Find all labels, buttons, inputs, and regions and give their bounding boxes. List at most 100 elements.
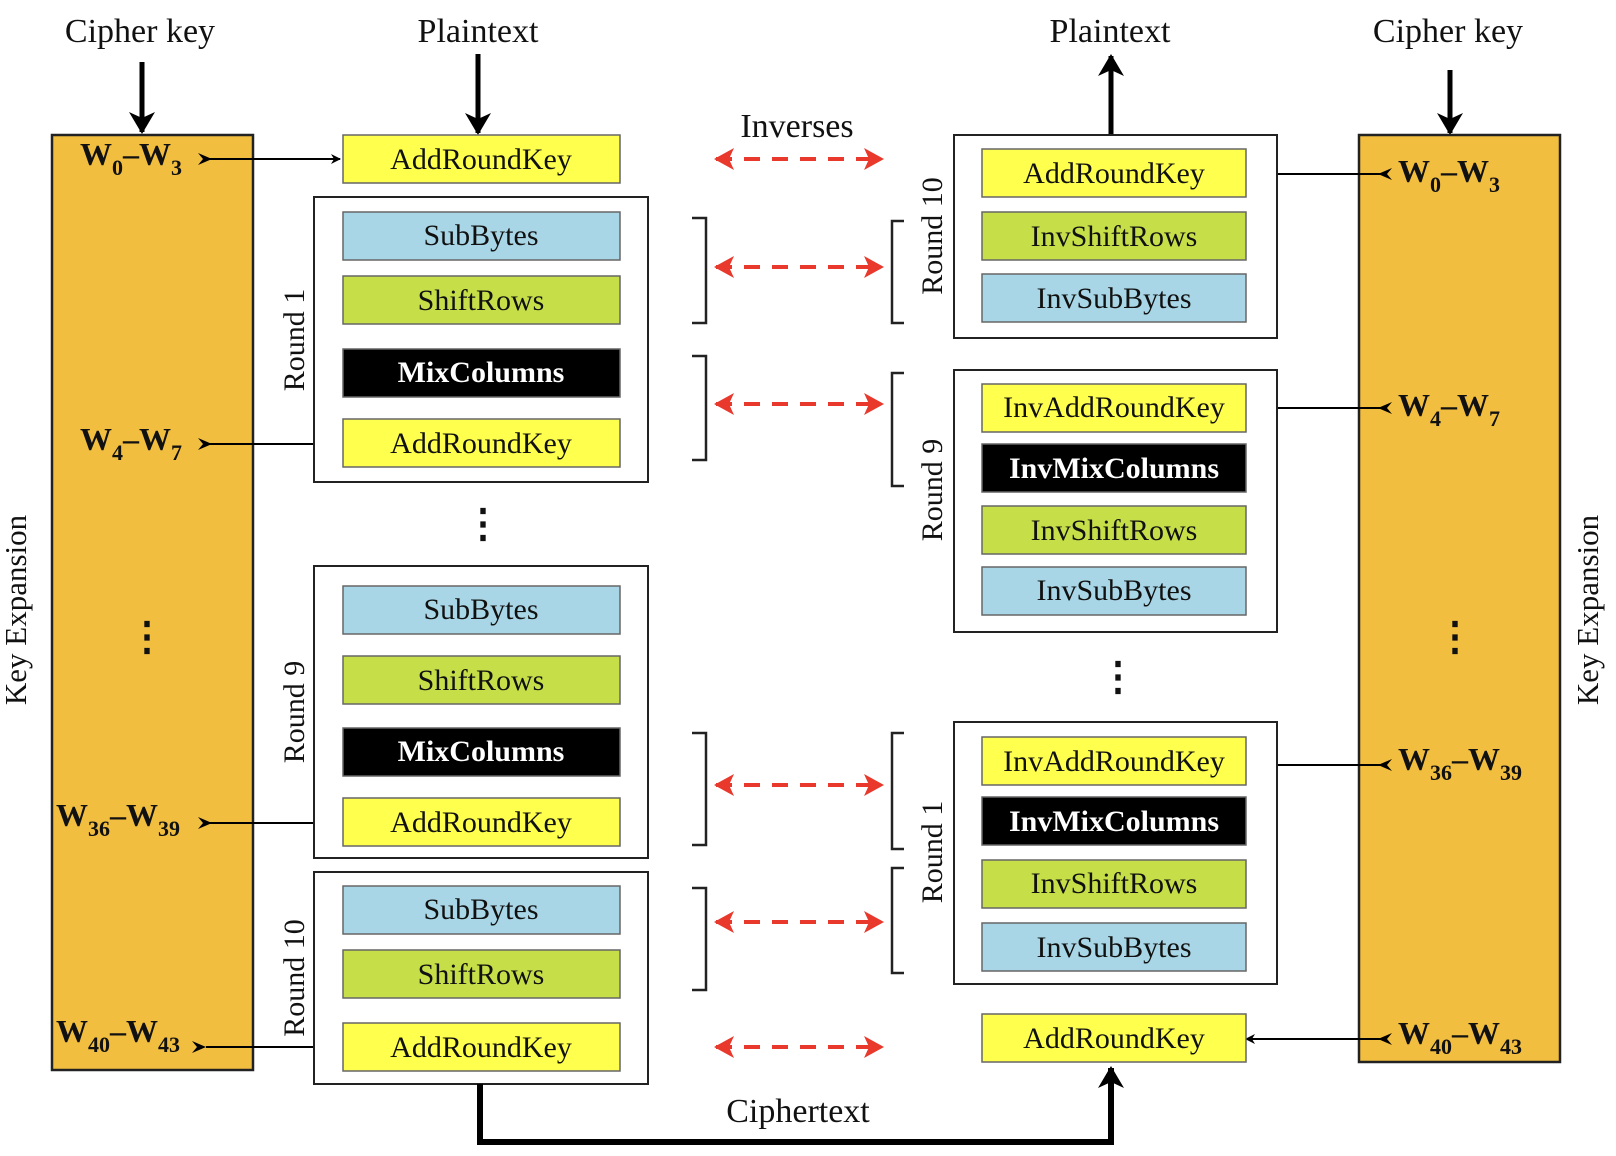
inverse-round9-invaddroundkey bbox=[981, 383, 1247, 433]
inverse-round1-invsubbytes-label: InvSubBytes bbox=[1036, 931, 1191, 964]
cipher-initial-addroundkey-label: AddRoundKey bbox=[390, 143, 572, 176]
svg-text:W4–W7: W4–W7 bbox=[80, 421, 182, 465]
key-tail-w40-right bbox=[1378, 1033, 1392, 1045]
cipher-round9-mixcolumns bbox=[342, 727, 621, 777]
inverse-round9-invaddroundkey-label: InvAddRoundKey bbox=[1003, 391, 1225, 424]
inverse-round10-invshiftrows bbox=[981, 211, 1247, 261]
bracket-right-3 bbox=[890, 731, 904, 851]
cipher-round1-shiftrows-label: ShiftRows bbox=[418, 284, 545, 317]
inverse-round1-invshiftrows bbox=[981, 859, 1247, 909]
key-label-w4-w7-right: W4–W7 bbox=[1398, 387, 1500, 431]
key-tail-w4-left bbox=[198, 438, 212, 450]
svg-text:W36–W39: W36–W39 bbox=[1398, 741, 1522, 785]
ciphertext-connector-arrow bbox=[477, 1066, 1124, 1145]
key-expansion-label-right: Key Expansion bbox=[1570, 514, 1605, 705]
cipher-round9-shiftrows-label: ShiftRows bbox=[418, 664, 545, 697]
key-label-w0-w3-right: W0–W3 bbox=[1398, 153, 1500, 197]
inverse-round9-invsubbytes bbox=[981, 566, 1247, 616]
inverse-round10-invshiftrows-label: InvShiftRows bbox=[1031, 220, 1198, 253]
cipher-key-label-right: Cipher key bbox=[1373, 13, 1523, 50]
cipher-round10-shiftrows-label: ShiftRows bbox=[418, 958, 545, 991]
inverse-round10-invsubbytes bbox=[981, 273, 1247, 323]
key-expansion-box-left bbox=[50, 133, 255, 1072]
ellipsis-inverse: ⋮ bbox=[1098, 654, 1138, 699]
key-tail-w4-right bbox=[1378, 402, 1392, 414]
inverse-round9-invsubbytes-label: InvSubBytes bbox=[1036, 574, 1191, 607]
svg-text:W0–W3: W0–W3 bbox=[80, 136, 182, 180]
inverse-round9-invmixcolumns bbox=[981, 443, 1247, 493]
cipher-round1-subbytes bbox=[342, 211, 621, 261]
ciphertext-label: Ciphertext bbox=[726, 1093, 870, 1130]
cipher-round9-shiftrows bbox=[342, 655, 621, 705]
cipher-round9-addroundkey-label: AddRoundKey bbox=[390, 806, 572, 839]
svg-text:W40–W43: W40–W43 bbox=[1398, 1015, 1522, 1059]
svg-text:W36–W39: W36–W39 bbox=[56, 797, 180, 841]
key-label-w0-w3-left: W0–W3 bbox=[80, 136, 182, 180]
plaintext-label-right: Plaintext bbox=[1050, 13, 1171, 50]
plaintext-label-left: Plaintext bbox=[418, 13, 539, 50]
bracket-right-4 bbox=[890, 866, 904, 975]
cipher-round10-addroundkey bbox=[342, 1022, 621, 1072]
cipher-round1-mixcolumns bbox=[342, 348, 621, 398]
bracket-left-2 bbox=[692, 354, 708, 462]
inverse-round10-invsubbytes-label: InvSubBytes bbox=[1036, 282, 1191, 315]
cipher-round9-subbytes bbox=[342, 585, 621, 635]
inverse-round10-addroundkey bbox=[981, 148, 1247, 198]
svg-text:W0–W3: W0–W3 bbox=[1398, 153, 1500, 197]
bracket-left-4 bbox=[692, 886, 708, 992]
ellipsis-key-right: ⋮ bbox=[1435, 614, 1475, 659]
inverse-round1-invaddroundkey-label: InvAddRoundKey bbox=[1003, 745, 1225, 778]
cipher-initial-addroundkey bbox=[342, 134, 621, 184]
inverses-label: Inverses bbox=[740, 108, 853, 145]
bracket-left-1 bbox=[692, 216, 708, 325]
inverse-round1-invmixcolumns bbox=[981, 796, 1247, 846]
inverse-round1-invshiftrows-label: InvShiftRows bbox=[1031, 867, 1198, 900]
inverse-round10-label: Round 10 bbox=[916, 177, 949, 295]
ellipsis-key-left: ⋮ bbox=[127, 614, 167, 659]
inverse-round9-label: Round 9 bbox=[916, 439, 949, 542]
cipher-key-label-left: Cipher key bbox=[65, 13, 215, 50]
bracket-right-2 bbox=[890, 371, 904, 488]
inverse-round10-addroundkey-label: AddRoundKey bbox=[1023, 157, 1205, 190]
key-label-w40-w43-right: W40–W43 bbox=[1398, 1015, 1522, 1059]
cipher-round1-label: Round 1 bbox=[278, 289, 311, 392]
cipher-round10-subbytes-label: SubBytes bbox=[423, 893, 538, 926]
key-label-w40-w43-left: W40–W43 bbox=[56, 1013, 180, 1057]
key-label-w36-w39-left: W36–W39 bbox=[56, 797, 180, 841]
key-tail-w36-left bbox=[198, 817, 212, 829]
key-tail-w36-right bbox=[1378, 759, 1392, 771]
key-tail-w0-left bbox=[198, 153, 212, 165]
key-expansion-box-right bbox=[1357, 133, 1562, 1064]
inverse-round9-invshiftrows bbox=[981, 505, 1247, 555]
cipher-round1-shiftrows bbox=[342, 275, 621, 325]
cipher-round9-subbytes-label: SubBytes bbox=[423, 593, 538, 626]
cipher-round1-subbytes-label: SubBytes bbox=[423, 219, 538, 252]
cipher-round1-addroundkey-label: AddRoundKey bbox=[390, 427, 572, 460]
inverse-round1-label: Round 1 bbox=[916, 801, 949, 904]
inverse-round1-invaddroundkey bbox=[981, 736, 1247, 786]
cipher-round10-label: Round 10 bbox=[278, 919, 311, 1037]
cipher-round1-addroundkey bbox=[342, 418, 621, 468]
inverse-round1-invmixcolumns-label: InvMixColumns bbox=[1009, 805, 1219, 838]
bracket-right-1 bbox=[890, 219, 904, 325]
inverse-final-addroundkey-label: AddRoundKey bbox=[1023, 1022, 1205, 1055]
inverse-round9-invmixcolumns-label: InvMixColumns bbox=[1009, 452, 1219, 485]
cipher-round9-label: Round 9 bbox=[278, 661, 311, 764]
svg-text:W40–W43: W40–W43 bbox=[56, 1013, 180, 1057]
bracket-left-3 bbox=[692, 731, 708, 847]
inverse-final-addroundkey bbox=[981, 1013, 1247, 1063]
key-label-w36-w39-right: W36–W39 bbox=[1398, 741, 1522, 785]
cipher-round10-subbytes bbox=[342, 885, 621, 935]
cipher-round9-addroundkey bbox=[342, 797, 621, 847]
cipher-round10-addroundkey-label: AddRoundKey bbox=[390, 1031, 572, 1064]
cipher-round9-mixcolumns-label: MixColumns bbox=[398, 735, 565, 768]
key-tail-w0-right bbox=[1378, 168, 1392, 180]
inverse-round1-invsubbytes bbox=[981, 922, 1247, 972]
cipher-round10-shiftrows bbox=[342, 949, 621, 999]
inverse-round9-invshiftrows-label: InvShiftRows bbox=[1031, 514, 1198, 547]
key-label-w4-w7-left: W4–W7 bbox=[80, 421, 182, 465]
svg-text:W4–W7: W4–W7 bbox=[1398, 387, 1500, 431]
key-tail-w40-left bbox=[192, 1041, 206, 1053]
ellipsis-cipher: ⋮ bbox=[463, 501, 503, 546]
